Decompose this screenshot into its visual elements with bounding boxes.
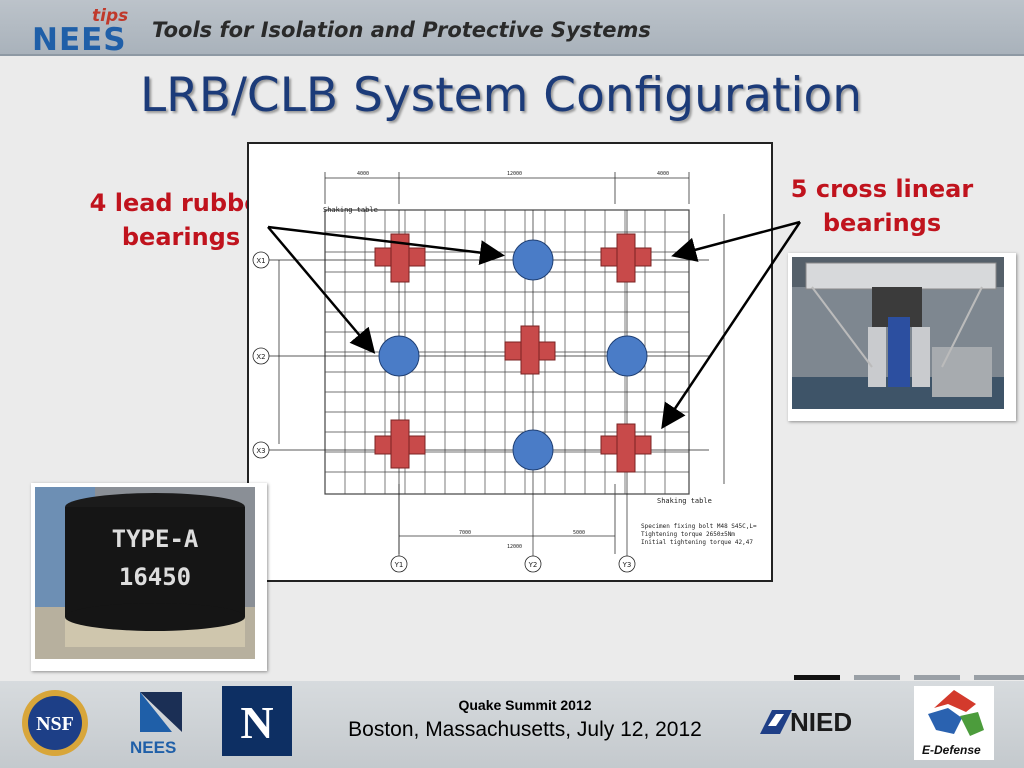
shaking-table-label-top: Shaking table — [323, 206, 378, 214]
nees-footer-logo-text: NEES — [130, 738, 177, 757]
col-label-circle-y2 — [524, 555, 542, 573]
footer-location: Boston, Massachusetts, July 12, 2012 — [348, 718, 702, 741]
photo-label-line-1: TYPE-A — [112, 525, 199, 553]
row-label-x1: X1 — [256, 257, 265, 265]
lead-rubber-bearing-2 — [378, 335, 420, 377]
col-label-y3: Y3 — [622, 561, 632, 569]
arrow-cross-1 — [671, 220, 801, 262]
lead-rubber-bearing-4 — [512, 429, 554, 471]
nied-logo-text: NIED — [790, 707, 853, 737]
edefense-logo — [914, 686, 994, 760]
cross-linear-bearing-3 — [504, 325, 556, 375]
slide-progress-bar-2 — [854, 675, 900, 680]
cross-linear-bearing-2 — [600, 233, 652, 283]
dim-top-1: 4000 — [357, 171, 369, 177]
slide-progress-bar-3 — [914, 675, 960, 680]
photo-label-line-2: 16450 — [119, 563, 191, 591]
dim-bottom-3: 12000 — [507, 544, 522, 550]
col-label-circle-y3 — [618, 555, 636, 573]
lead-rubber-bearing-1 — [512, 239, 554, 281]
row-label-circle-x3 — [252, 441, 270, 459]
lead-rubber-bearing-photo: TYPE-A 16450 — [31, 483, 267, 671]
note-line-1: Specimen fixing bolt M48 S45C,L= — [641, 523, 757, 530]
footer-event: Quake Summit 2012 — [458, 697, 592, 713]
row-label-circle-x2 — [252, 347, 270, 365]
cross-linear-bearing-5 — [600, 423, 652, 473]
logo-nees-text: NEES — [32, 22, 127, 58]
cross-bearings-label: 5 cross linear bearings — [790, 175, 974, 237]
row-label-x3: X3 — [256, 447, 265, 455]
slide-progress-bar-1 — [794, 675, 840, 680]
col-label-y1: Y1 — [394, 561, 404, 569]
logo-tips-text: tips — [92, 6, 129, 26]
lead-rubber-bearing-3 — [606, 335, 648, 377]
cross-linear-bearing-1 — [374, 233, 426, 283]
floor-plan-svg: 4000 12000 4000 7000 5000 12000 Shaking … — [252, 171, 757, 573]
svg-text:N: N — [240, 697, 273, 748]
slide-progress-bar-4 — [974, 675, 1024, 680]
header-title: Tools for Isolation and Protective Syste… — [152, 18, 651, 42]
header-band — [0, 0, 1024, 56]
nsf-logo: NSF — [22, 690, 88, 756]
university-n-logo: N — [222, 686, 292, 756]
nsf-logo-text: NSF — [36, 713, 74, 735]
cross-linear-bearing-photo — [788, 253, 1016, 421]
col-label-y2: Y2 — [528, 561, 538, 569]
arrow-lead-2 — [267, 226, 376, 354]
dim-bottom-2: 5000 — [573, 530, 585, 536]
slide-title: LRB/CLB System Configuration — [140, 68, 863, 123]
dim-bottom-1: 7000 — [459, 530, 471, 536]
lead-bearings-label: 4 lead rubber bearings — [89, 189, 273, 251]
cross-linear-bearing-4 — [374, 419, 426, 469]
note-line-2: Tightening torque 2650±5Nm — [641, 531, 735, 538]
dim-top-2: 12000 — [507, 171, 522, 177]
col-label-circle-y1 — [390, 555, 408, 573]
row-label-circle-x1 — [252, 251, 270, 269]
nied-logo-mark — [760, 710, 792, 734]
configuration-drawing: 4000 12000 4000 7000 5000 12000 Shaking … — [247, 142, 773, 582]
shaking-table-label-bottom: Shaking table — [657, 497, 712, 505]
arrow-cross-2 — [661, 221, 802, 430]
note-line-3: Initial tightening torque 42,47 — [641, 539, 753, 546]
arrow-lead-1 — [267, 225, 505, 266]
nees-footer-logo-mark — [140, 692, 182, 732]
edefense-logo-text: E-Defense — [922, 743, 981, 757]
row-label-x2: X2 — [256, 353, 265, 361]
dim-top-3: 4000 — [657, 171, 669, 177]
